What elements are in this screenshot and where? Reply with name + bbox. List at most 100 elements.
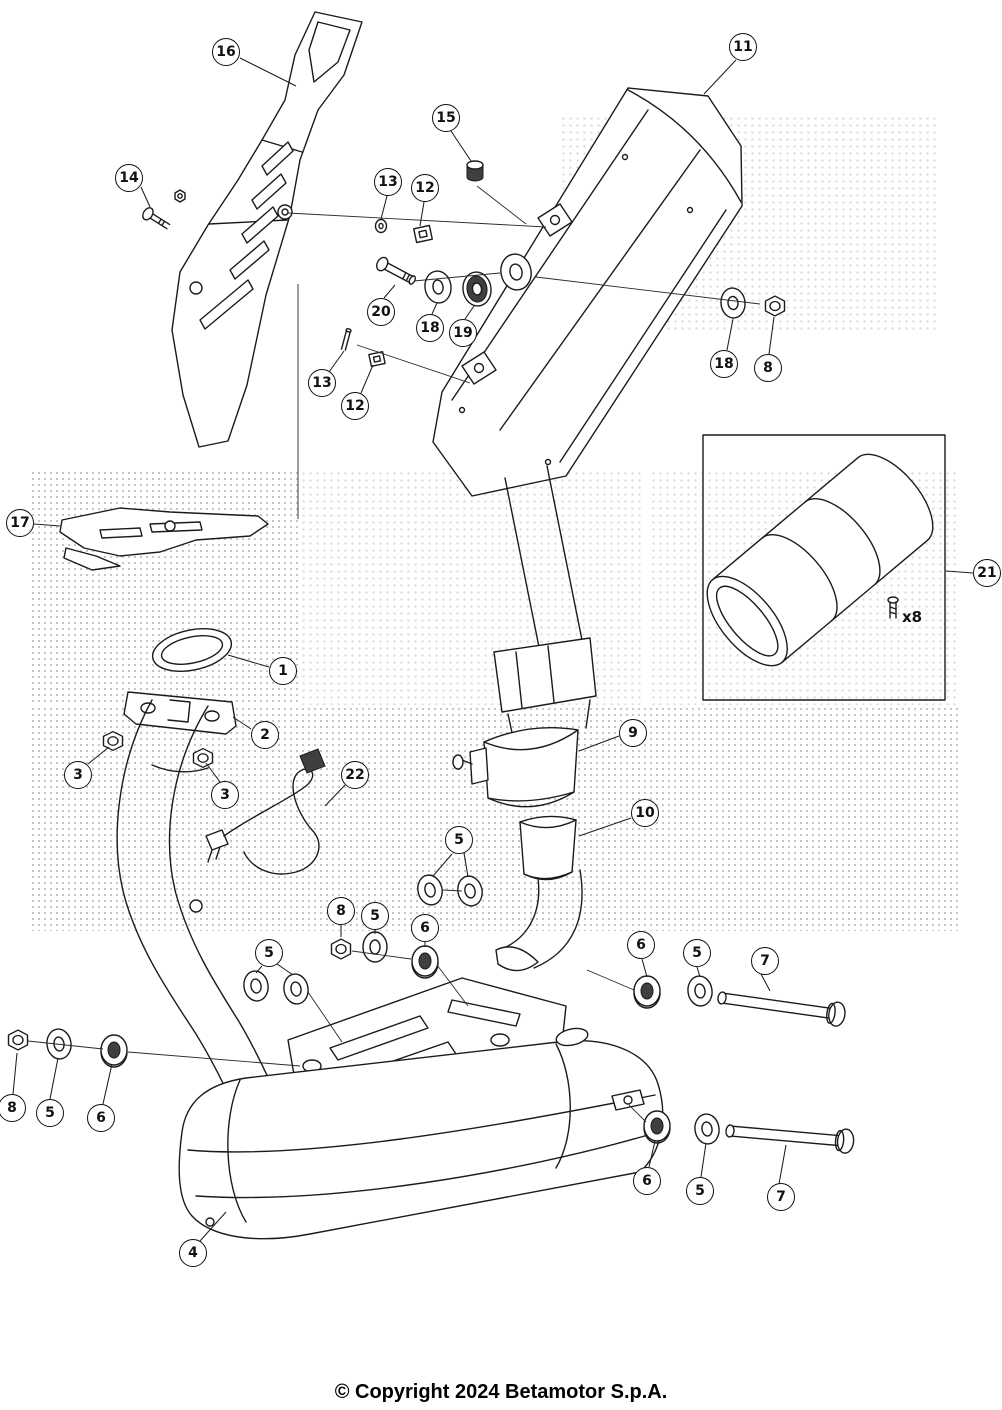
callout-number: 11	[733, 39, 753, 55]
pin-13-upper	[374, 218, 388, 234]
rubber-grommet-19	[462, 271, 492, 307]
clip-12-lower	[368, 350, 386, 368]
callout-number: 15	[436, 110, 456, 126]
callout-balloon: 1	[269, 657, 297, 685]
callout-balloon: 5	[361, 902, 389, 930]
washer-5	[362, 931, 388, 963]
callout-number: 10	[635, 805, 655, 821]
callout-balloon: 3	[64, 761, 92, 789]
callout-balloon: 6	[627, 931, 655, 959]
callout-number: 20	[371, 304, 391, 320]
callout-balloon: 9	[619, 719, 647, 747]
callout-number: 3	[220, 787, 230, 803]
callout-number: 2	[260, 727, 270, 743]
callout-number: 18	[420, 320, 440, 336]
callout-number: 5	[454, 832, 464, 848]
callout-balloon: 7	[751, 947, 779, 975]
panel-clip-nut	[174, 189, 186, 203]
callout-balloon: 10	[631, 799, 659, 827]
callout-number: 7	[776, 1189, 786, 1205]
callout-balloon: 12	[341, 392, 369, 420]
washer-5	[417, 874, 443, 906]
callout-balloon: 18	[416, 314, 444, 342]
inset-box-end-cap: x8	[702, 434, 946, 701]
callout-number: 8	[7, 1100, 17, 1116]
bushing-6	[411, 945, 439, 979]
lambda-sensor	[205, 748, 326, 875]
callout-balloon: 5	[683, 939, 711, 967]
callout-balloon: 7	[767, 1183, 795, 1211]
callout-balloon: 22	[341, 761, 369, 789]
callout-number: 22	[345, 767, 365, 783]
callout-balloon: 12	[411, 174, 439, 202]
clip-12-upper	[413, 224, 433, 244]
callout-number: 6	[96, 1110, 106, 1126]
pin-13-lower	[340, 328, 352, 351]
callout-number: 7	[760, 953, 770, 969]
callout-number: 19	[453, 325, 473, 341]
washer-5	[243, 970, 269, 1002]
leader-lines	[12, 57, 974, 1242]
callout-number: 5	[695, 1183, 705, 1199]
callout-balloon: 6	[87, 1104, 115, 1132]
callout-balloon: 4	[179, 1239, 207, 1267]
exhaust-gasket-ring	[151, 628, 233, 672]
inset-quantity-note: x8	[902, 608, 922, 626]
flange-nut	[102, 731, 124, 751]
bushing-6	[100, 1034, 128, 1068]
callout-balloon: 8	[327, 897, 355, 925]
callout-balloon: 15	[432, 104, 460, 132]
callout-number: 5	[264, 945, 274, 961]
callout-number: 18	[714, 356, 734, 372]
callout-balloon: 5	[445, 826, 473, 854]
callout-balloon: 8	[0, 1094, 26, 1122]
callout-number: 13	[312, 375, 332, 391]
callout-balloon: 8	[754, 354, 782, 382]
callout-number: 8	[763, 360, 773, 376]
callout-number: 4	[188, 1245, 198, 1261]
callout-number: 16	[216, 44, 236, 60]
grommet-15	[466, 160, 484, 182]
callout-number: 1	[278, 663, 288, 679]
callout-number: 17	[10, 515, 30, 531]
washer-18-right	[720, 287, 746, 319]
callout-number: 9	[628, 725, 638, 741]
mid-pipe	[493, 465, 597, 743]
callout-balloon: 2	[251, 721, 279, 749]
callout-balloon: 17	[6, 509, 34, 537]
callout-balloon: 5	[255, 939, 283, 967]
silencer-box	[178, 1027, 664, 1240]
callout-balloon: 13	[374, 168, 402, 196]
washer-5	[283, 973, 309, 1005]
panel-screw	[142, 207, 171, 230]
callout-number: 5	[370, 908, 380, 924]
bolt-20	[376, 256, 416, 285]
callout-number: 5	[45, 1105, 55, 1121]
callout-number: 3	[73, 767, 83, 783]
washer-5	[457, 875, 483, 907]
callout-number: 6	[642, 1173, 652, 1189]
callout-number: 6	[420, 920, 430, 936]
bracket-plate	[59, 507, 269, 571]
callout-balloon: 6	[411, 914, 439, 942]
callout-number: 21	[977, 565, 997, 581]
upper-heat-shield	[171, 11, 363, 448]
bolt-7	[717, 991, 846, 1027]
screw-icon	[887, 596, 899, 619]
callout-number: 8	[336, 903, 346, 919]
callout-number: 5	[692, 945, 702, 961]
callout-number: 13	[378, 174, 398, 190]
callout-number: 6	[636, 937, 646, 953]
callout-balloon: 5	[36, 1099, 64, 1127]
callout-balloon: 6	[633, 1167, 661, 1195]
exhaust-flange	[123, 691, 237, 735]
muffler	[432, 87, 743, 497]
exhaust-clamp	[452, 727, 579, 808]
bolt-7	[725, 1124, 855, 1154]
callout-balloon: 3	[211, 781, 239, 809]
callout-balloon: 14	[115, 164, 143, 192]
washer-5	[687, 975, 713, 1007]
copyright-text: © Copyright 2024 Betamotor S.p.A.	[334, 1381, 668, 1403]
washer-5	[694, 1113, 720, 1145]
